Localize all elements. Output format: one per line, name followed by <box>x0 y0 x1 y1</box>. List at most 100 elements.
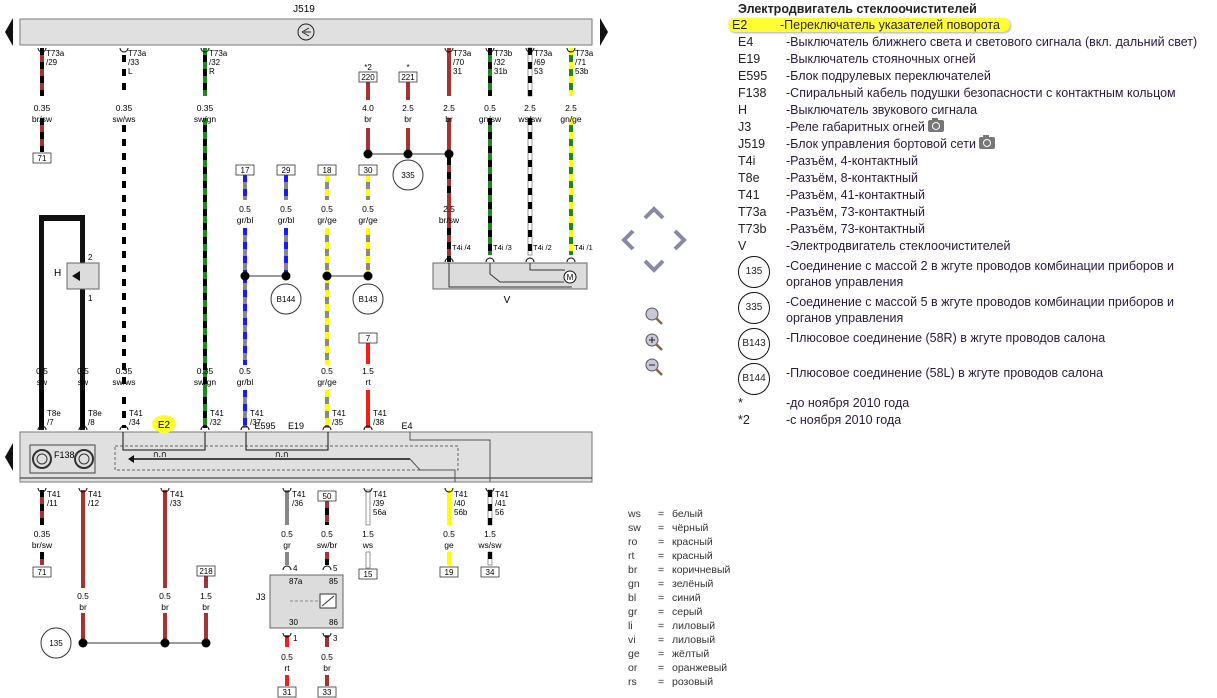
wire-color-code: gr/bl <box>237 377 254 387</box>
navigation-controls <box>621 206 687 376</box>
connector-pin-sub: 53b <box>575 67 589 76</box>
zoom-fit-button[interactable] <box>645 307 663 325</box>
connector-pin-icon <box>322 632 332 638</box>
terminal-number: 7 <box>366 334 371 343</box>
connector-pin-sub: 56b <box>454 508 468 517</box>
wire-size: 0.5 <box>362 204 374 214</box>
legend-item-e2: E2-Переключатель указателей поворота <box>728 18 1010 32</box>
camera-icon[interactable] <box>927 118 944 132</box>
e2-highlight-badge[interactable] <box>152 415 176 433</box>
terminal-box <box>276 164 296 176</box>
legend-desc: -Выключатель ближнего света и светового … <box>786 35 1198 49</box>
legend-desc: -Разъём, 73-контактный <box>786 222 925 236</box>
legend-item-t73b: T73b-Разъём, 73-контактный <box>738 222 925 236</box>
wire <box>325 635 329 647</box>
pan-left-button[interactable] <box>621 229 635 251</box>
wire-label: 0.5 <box>281 529 293 539</box>
legend-item-t8e: T8e-Разъём, 8-контактный <box>738 171 918 185</box>
legend-code: F138 <box>738 86 767 100</box>
zone-e595: E595 <box>254 421 275 431</box>
svg-text:87a: 87a <box>289 577 303 586</box>
terminal-box <box>358 568 378 580</box>
mid-wire-lower-3 <box>366 228 370 276</box>
footnote-mark: *2 <box>364 63 372 72</box>
upper-wire-1 <box>81 390 85 428</box>
mid-wire-3 <box>366 175 370 200</box>
wire-size: 2.5 <box>402 103 414 113</box>
wire <box>325 675 329 686</box>
scroll-left-arrow-icon[interactable] <box>5 18 13 46</box>
wire-color-code: gr/ge <box>358 215 378 225</box>
legend-desc: -Плюсовое соединение (58L) в жгуте прово… <box>786 366 1104 380</box>
wire-label: gr <box>283 540 291 550</box>
legend-item-e4: E4-Выключатель ближнего света и световог… <box>738 35 1197 49</box>
wire-size: 0.35 <box>197 103 214 113</box>
zoom-out-button[interactable] <box>645 358 663 376</box>
wire-label: br <box>323 663 331 673</box>
wire-label: br/sw <box>32 540 53 550</box>
svg-text:1: 1 <box>88 294 93 303</box>
wire-color-code: ws/sw <box>517 114 542 124</box>
wire-label: 0.5 <box>321 529 333 539</box>
terminal-box <box>317 490 337 502</box>
legend-item-f138: F138-Спиральный кабель подушки безопасно… <box>738 86 1176 100</box>
wire-label: 0.35 <box>34 529 51 539</box>
wire-color-code: gr/bl <box>278 215 295 225</box>
legend-note: *2-с ноября 2010 года <box>738 413 902 427</box>
color-code-row: gn=зелёный <box>628 578 714 590</box>
legend-code: J3 <box>738 120 752 134</box>
terminal-number: 30 <box>364 166 373 175</box>
top-wire-lower-2 <box>203 118 207 400</box>
connector-pin-number: /71 <box>575 58 587 67</box>
connector-pin-label: T41 <box>373 490 387 499</box>
connector-pin-label: T73a <box>209 49 228 58</box>
camera-icon[interactable] <box>978 135 995 149</box>
wire-labels-layer: T73a/290.35br/sw71T73a/33L0.35sw/wsT73a/… <box>32 47 594 698</box>
legend-code: V <box>738 239 747 253</box>
legend-desc: -Выключатель звукового сигнала <box>786 103 978 117</box>
color-code-row: ro=красный <box>628 536 713 548</box>
legend-code: E595 <box>738 69 768 83</box>
wire-color-code: br <box>404 114 412 124</box>
connector-pin-icon <box>200 47 210 53</box>
connector-pin-sub: L <box>128 67 133 76</box>
legend-desc: -Электродвигатель стеклоочистителей <box>786 239 1011 253</box>
connector-pin-icon <box>282 565 292 571</box>
wire-color-code: sw <box>37 377 48 387</box>
connector-pin-label: T73b <box>494 49 513 58</box>
legend-code: T8e <box>738 171 760 185</box>
wire-size: 4.0 <box>362 103 374 113</box>
wire <box>163 613 167 643</box>
connector-pin-label: T41 <box>332 409 346 418</box>
top-wire-lower-0 <box>40 118 44 152</box>
wire-label: 1.5 <box>200 591 212 601</box>
switch-dashed-group <box>114 445 459 471</box>
legend-desc: -Выключатель стояночных огней <box>786 52 976 66</box>
terminal-number: 71 <box>38 154 47 163</box>
motor-pin-label: T4i /3 <box>493 243 512 252</box>
pan-right-button[interactable] <box>673 229 687 251</box>
scroll-right-arrow-icon[interactable] <box>600 18 608 46</box>
wire-color-code: sw/ws <box>112 377 135 387</box>
terminal-box <box>277 686 297 698</box>
wire-color-code: br <box>364 114 372 124</box>
zoom-in-button[interactable] <box>645 333 663 351</box>
connector-pin-icon <box>119 425 129 431</box>
pan-up-button[interactable] <box>643 206 665 220</box>
connector-pin-icon <box>485 47 495 53</box>
clock-spring-icon <box>32 449 52 469</box>
color-code-row: bl=синий <box>628 592 701 604</box>
connector-pin-label: T41 <box>47 490 61 499</box>
e19-switch-glyph: ก.ก <box>275 449 288 459</box>
column-switch-unit-box <box>19 431 593 483</box>
scroll-left-lower-arrow-icon[interactable] <box>5 443 13 471</box>
wire <box>81 613 85 643</box>
legend-code: T73a <box>738 205 767 219</box>
pan-down-button[interactable] <box>643 259 665 273</box>
legend-item-j519: J519-Блок управления бортовой сети <box>738 135 995 151</box>
connector-pin-label: T41 <box>170 490 184 499</box>
connector-pin-sub: 56a <box>373 508 387 517</box>
terminal-box <box>358 332 378 344</box>
svg-text:30: 30 <box>289 618 298 627</box>
